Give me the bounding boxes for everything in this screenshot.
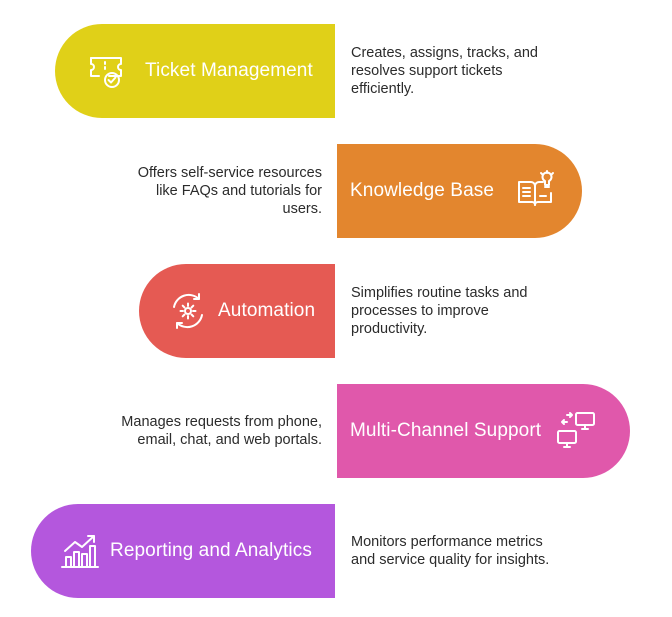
- feature-row-ticket-management: Ticket Management Creates, assigns, trac…: [0, 24, 672, 118]
- feature-pill-multi-channel-support: Multi-Channel Support: [337, 384, 630, 478]
- feature-row-reporting-and-analytics: Reporting and Analytics Monitors perform…: [0, 504, 672, 598]
- feature-title: Multi-Channel Support: [350, 420, 542, 441]
- feature-pill-automation: Automation: [139, 264, 335, 358]
- feature-pill-reporting-and-analytics: Reporting and Analytics: [31, 504, 335, 598]
- feature-description: Simplifies routine tasks and processes t…: [351, 285, 528, 337]
- feature-pill-ticket-management: Ticket Management: [55, 24, 335, 118]
- monitors-sync-icon: [554, 409, 598, 453]
- feature-description: Manages requests from phone, email, chat…: [121, 414, 322, 448]
- feature-row-multi-channel-support: Manages requests from phone, email, chat…: [0, 384, 672, 478]
- feature-row-knowledge-base: Offers self-service resources like FAQs …: [0, 144, 672, 238]
- gear-cycle-icon: [166, 289, 210, 333]
- feature-row-automation: Automation Simplifies routine tasks and …: [0, 264, 672, 358]
- book-lightbulb-icon: [514, 169, 558, 213]
- feature-title: Automation: [218, 300, 316, 321]
- feature-description: Monitors performance metrics and service…: [351, 534, 550, 568]
- feature-title: Reporting and Analytics: [110, 540, 312, 561]
- feature-pill-knowledge-base: Knowledge Base: [337, 144, 582, 238]
- feature-title: Ticket Management: [145, 60, 313, 81]
- bar-chart-growth-icon: [58, 529, 102, 573]
- ticket-check-icon: [85, 49, 129, 93]
- feature-description: Creates, assigns, tracks, and resolves s…: [351, 45, 538, 97]
- feature-title: Knowledge Base: [350, 180, 495, 201]
- feature-description: Offers self-service resources like FAQs …: [137, 165, 322, 217]
